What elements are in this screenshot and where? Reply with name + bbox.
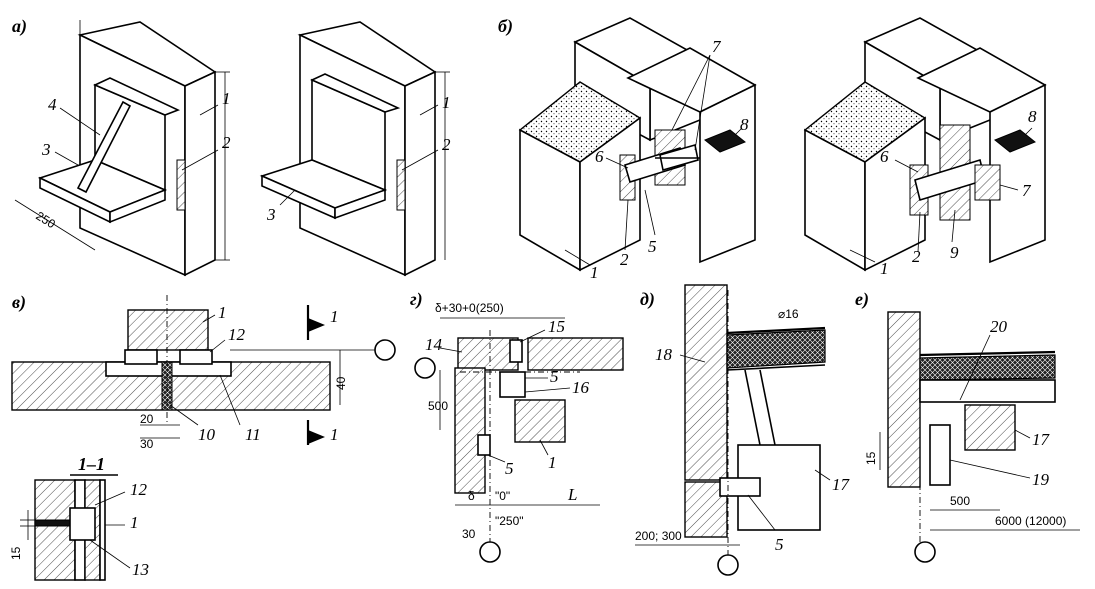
callout-a-1b: 1 [442,93,451,112]
panel-e: е) 15 500 6000 (12000) 20 17 19 [855,289,1080,563]
dim-g-250: "250" [495,514,524,528]
callout-d-17: 17 [832,475,851,494]
crane-beam-17e [964,404,1016,451]
callout-d-5: 5 [775,535,784,554]
callout-e-17: 17 [1032,430,1051,449]
dim-g-delta: δ [468,489,475,503]
section-label: 1–1 [78,454,105,474]
callout-v-13: 13 [132,560,149,579]
callout-b-7b: 7 [1022,181,1032,200]
beam-section [127,309,209,351]
callout-v-10: 10 [198,425,216,444]
panel-label-a: а) [12,16,27,37]
callout-a-1: 1 [222,89,231,108]
dim-e-500: 500 [950,494,970,508]
panel-v: в) 40 20 30 1 12 10 11 1 1 1–1 [9,292,396,581]
callout-a-3: 3 [41,140,51,159]
callout-a-4: 4 [48,95,57,114]
callout-b-5: 5 [648,237,657,256]
callout-g-16: 16 [572,378,590,397]
callout-e-19: 19 [1032,470,1050,489]
callout-v-12b: 12 [130,480,148,499]
panel-label-b: б) [498,16,513,37]
panel-b: б) [498,16,1047,282]
dim-g-30: 30 [462,527,476,541]
dim-v-30: 30 [140,437,154,451]
column-e [887,311,921,488]
callout-v-1: 1 [218,303,227,322]
callout-b-9: 9 [950,243,959,262]
callout-b-2: 2 [620,250,629,269]
dim-d-bottom: 200; 300 [635,529,682,543]
panel-a: а) 250 [12,16,451,277]
callout-g-5b: 5 [505,459,514,478]
dim-v-20: 20 [140,412,154,426]
dim-g-L: L [567,485,577,504]
dim-d-rod: ⌀16 [778,307,799,321]
callout-a-3b: 3 [266,205,276,224]
callout-e-20: 20 [990,317,1008,336]
callout-b-2b: 2 [912,247,921,266]
section-mark-1-bottom: 1 [330,425,339,444]
panel-label-g: г) [410,289,423,310]
dim-g-top: δ+30+0(250) [435,301,504,315]
callout-b-8b: 8 [1028,107,1037,126]
column-with-plain-bracket [259,21,450,277]
column-g [454,367,486,494]
callout-g-5: 5 [550,367,559,386]
panel-label-e: е) [855,289,869,310]
panel-label-v: в) [12,292,26,313]
dim-e-15: 15 [864,451,878,465]
dim-v-40: 40 [334,376,348,390]
callout-v-11: 11 [245,425,261,444]
callout-b-1b: 1 [880,259,889,278]
joint-assembly-2 [803,17,1047,272]
panel-d: д) ⌀16 200; 300 18 17 5 [635,284,851,576]
joint-assembly-1 [518,17,757,272]
section-mark-1-top: 1 [330,307,339,326]
callout-a-2b: 2 [442,135,451,154]
callout-a-2: 2 [222,133,231,152]
dim-g-zero: "0" [495,489,510,503]
callout-b-7: 7 [712,37,722,56]
callout-b-8: 8 [740,115,749,134]
callout-g-15: 15 [548,317,565,336]
callout-b-6: 6 [595,147,604,166]
callout-b-6b: 6 [880,147,889,166]
dim-g-500: 500 [428,399,448,413]
dim-a-width: 250 [33,209,58,232]
callouts-a: 4 3 1 2 3 1 2 [41,89,451,224]
dim-e-span: 6000 (12000) [995,514,1066,528]
callouts-b: 7 8 6 5 2 1 8 6 7 2 9 1 [564,37,1037,282]
column-d [684,284,728,481]
column-with-stiffened-bracket: 250 [14,20,230,277]
callout-g-14: 14 [425,335,443,354]
callout-d-18: 18 [655,345,673,364]
callout-b-1: 1 [590,263,599,282]
panel-label-d: д) [640,289,655,310]
callout-v-1b: 1 [130,513,139,532]
dim-v-15: 15 [9,546,23,560]
section-1-1: 1–1 15 12 1 13 [9,454,149,581]
panel-g: г) δ+30+0(250) 500 δ "0" L 30 "250" 15 1… [410,289,624,563]
callout-v-12: 12 [228,325,246,344]
callout-g-1: 1 [548,453,557,472]
